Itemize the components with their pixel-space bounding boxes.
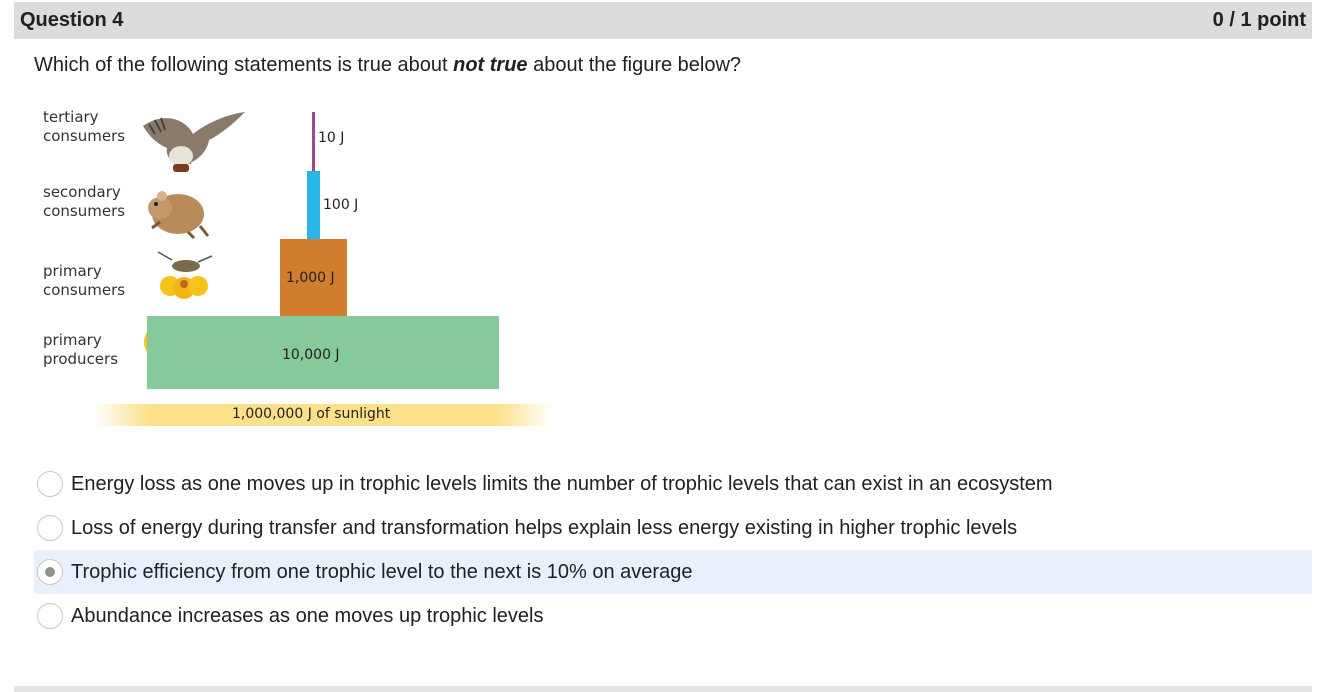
question-header: Question 4 0 / 1 point [14,2,1312,39]
question-prompt: Which of the following statements is tru… [34,54,741,77]
label-line: producers [43,350,119,368]
label-primary-producers: primary producers [43,331,118,369]
label-line: secondary [43,183,121,201]
choice-option-1[interactable]: Energy loss as one moves up in trophic l… [34,462,1312,506]
choice-option-4[interactable]: Abundance increases as one moves up trop… [34,594,1312,638]
hawk-icon [143,112,245,172]
choice-label: Abundance increases as one moves up trop… [71,604,544,627]
prompt-start: Which of the following statements is tru… [34,54,454,76]
label-line: consumers [43,281,126,299]
secondary-consumers-bar [307,171,320,239]
answer-choices: Energy loss as one moves up in trophic l… [34,462,1312,638]
secondary-consumers-energy-label: 100 J [323,197,359,213]
choice-label: Trophic efficiency from one trophic leve… [71,560,693,583]
label-line: consumers [43,202,126,220]
choice-option-3[interactable]: Trophic efficiency from one trophic leve… [34,550,1312,594]
label-line: primary [43,331,102,349]
producers-energy-label: 10,000 J [282,347,340,363]
choice-option-2[interactable]: Loss of energy during transfer and trans… [34,506,1312,550]
primary-consumers-bar [280,239,347,316]
producers-bar [147,316,499,389]
tertiary-consumers-energy-label: 10 J [318,130,345,146]
radio-button[interactable] [37,471,63,497]
label-tertiary-consumers: tertiary consumers [43,108,125,146]
radio-button[interactable] [37,603,63,629]
insect-on-flower-icon [157,251,213,299]
radio-button[interactable] [37,515,63,541]
prompt-end: about the figure below? [527,54,742,76]
section-divider [14,686,1312,692]
label-line: consumers [43,127,126,145]
question-points: 0 / 1 point [1212,9,1306,31]
primary-consumers-energy-label: 1,000 J [286,270,335,286]
choice-label: Energy loss as one moves up in trophic l… [71,472,1053,495]
choice-label: Loss of energy during transfer and trans… [71,516,1018,539]
radio-button-selected[interactable] [37,559,63,585]
sunlight-energy-label: 1,000,000 J of sunlight [232,406,391,422]
mouse-icon [148,191,210,240]
label-secondary-consumers: secondary consumers [43,183,125,221]
label-line: tertiary [43,108,99,126]
energy-pyramid-figure: tertiary consumers secondary consumers p… [30,98,570,438]
question-title: Question 4 [20,9,124,31]
prompt-emphasis: not true [453,54,528,76]
label-primary-consumers: primary consumers [43,262,125,300]
tertiary-consumers-bar [312,112,315,171]
sunlight-bar [94,404,552,426]
label-line: primary [43,262,102,280]
